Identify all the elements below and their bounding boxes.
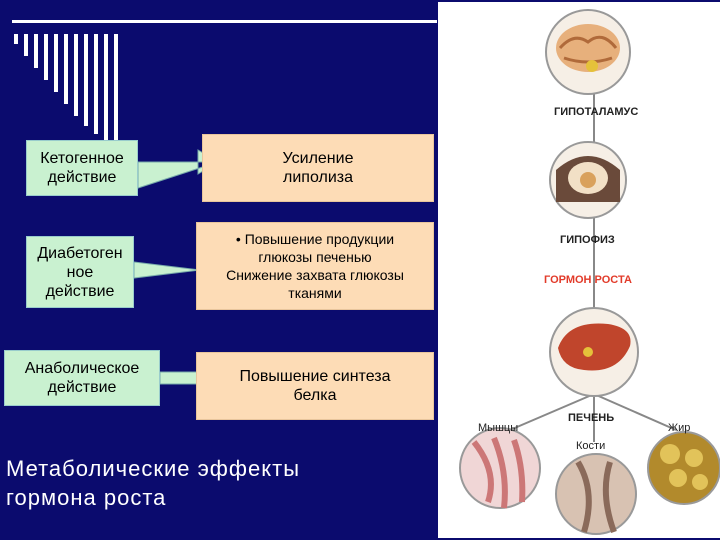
slide-title-line2: гормона роста	[6, 485, 167, 510]
label-muscles: Мышцы	[478, 422, 519, 434]
fat-icon	[647, 431, 720, 505]
result-protein-line1: Повышение синтеза	[239, 368, 391, 385]
label-pituitary: ГИПОФИЗ	[560, 234, 615, 246]
label-liver: ПЕЧЕНЬ	[568, 412, 615, 424]
slide-title: Метаболические эффекты гормона роста	[6, 454, 426, 512]
arrow-diabetogenic	[133, 261, 201, 279]
effect-diabetogenic-line1: Диабетоген	[37, 244, 123, 262]
label-bones: Кости	[576, 440, 606, 452]
liver-icon	[549, 307, 639, 397]
result-glucose-line2: глюкозы печенью	[258, 249, 372, 265]
label-hypothalamus: ГИПОТАЛАМУС	[554, 106, 639, 118]
result-glucose-line4: тканями	[288, 285, 342, 301]
label-growth-hormone: ГОРМОН РОСТА	[544, 274, 632, 286]
result-protein: Повышение синтеза белка	[196, 352, 434, 420]
effect-ketogenic-line1: Кетогенное	[40, 150, 124, 167]
effect-anabolic: Анаболическое действие	[4, 350, 160, 406]
label-fat: Жир	[668, 422, 691, 434]
bone-icon	[555, 453, 637, 535]
illustration-panel: ГИПОТАЛАМУС ГИПОФИЗ ГОРМОН РОСТА ПЕЧЕНЬ …	[438, 2, 720, 538]
effect-ketogenic: Кетогенное действие	[26, 140, 138, 196]
result-lipolysis: Усиление липолиза	[202, 134, 434, 202]
result-glucose-line3: Снижение захвата глюкозы	[226, 267, 404, 283]
muscle-icon	[459, 427, 541, 509]
brain-icon	[545, 9, 631, 95]
result-glucose: • Повышение продукции глюкозы печенью Сн…	[196, 222, 434, 310]
effect-ketogenic-line2: действие	[47, 169, 117, 186]
effect-diabetogenic-line3: действие	[45, 282, 115, 300]
decorative-top-line	[12, 20, 437, 23]
effect-diabetogenic-line2: ное	[66, 263, 94, 281]
pituitary-icon	[549, 141, 627, 219]
slide-title-line1: Метаболические эффекты	[6, 456, 301, 481]
illustration-graphics	[459, 9, 720, 535]
effect-anabolic-line1: Анаболическое	[24, 360, 140, 377]
result-glucose-line1: • Повышение продукции	[235, 231, 395, 247]
result-protein-line2: белка	[293, 387, 337, 404]
effect-diabetogenic: Диабетоген ное действие	[26, 236, 134, 308]
effect-anabolic-line2: действие	[47, 379, 117, 396]
result-lipolysis-line1: Усиление	[282, 150, 354, 167]
result-lipolysis-line2: липолиза	[283, 169, 353, 186]
